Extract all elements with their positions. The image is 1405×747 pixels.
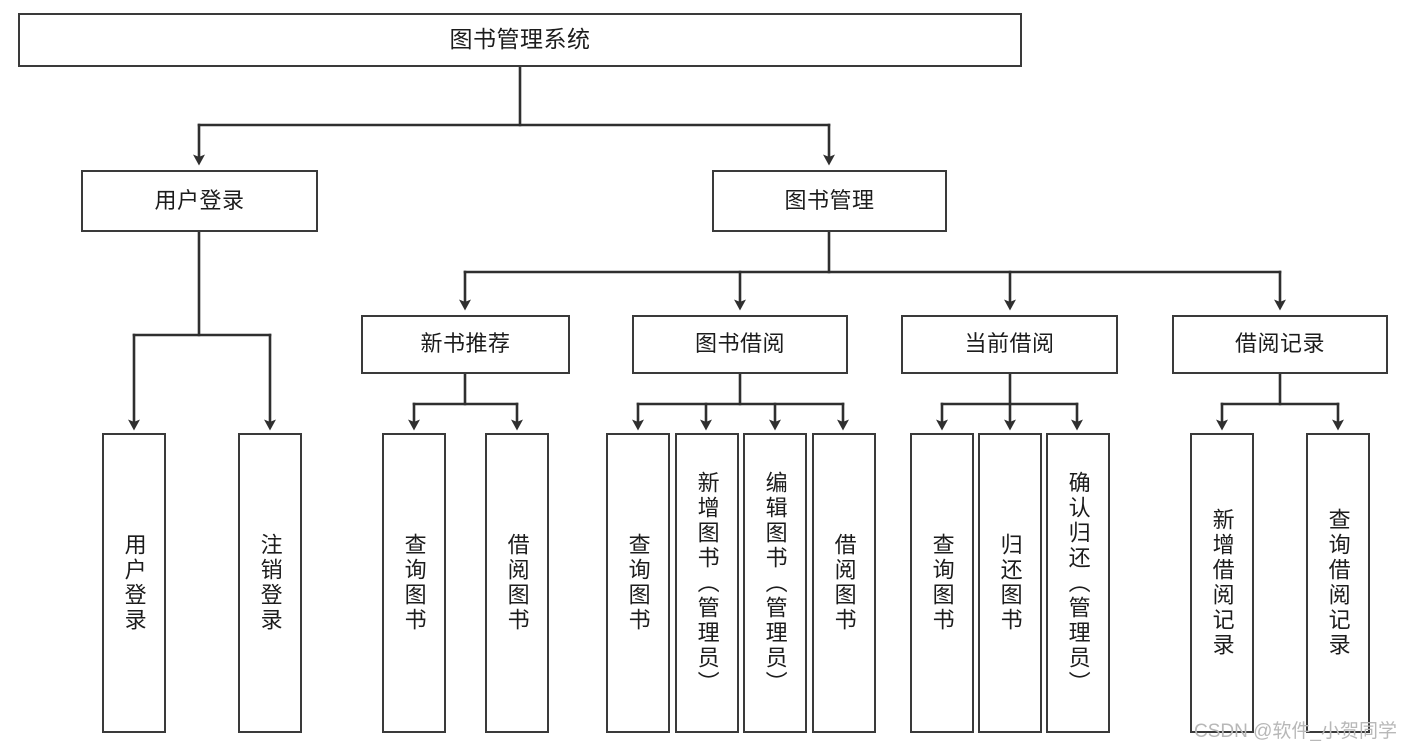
node-root-library-management-system[interactable]: 图书管理系统 xyxy=(18,13,1022,67)
node-label: 注销登录 xyxy=(257,533,283,633)
node-borrowing-records[interactable]: 借阅记录 xyxy=(1172,315,1388,374)
node-book-management[interactable]: 图书管理 xyxy=(712,170,947,232)
node-label: 借阅图书 xyxy=(831,533,857,633)
node-label: 新书推荐 xyxy=(420,331,511,357)
leaf-borrow-record-query-record[interactable]: 查询借阅记录 xyxy=(1306,433,1370,733)
node-label: 当前借阅 xyxy=(964,331,1055,357)
leaf-new-book-query-book[interactable]: 查询图书 xyxy=(382,433,446,733)
node-new-book-recommendation[interactable]: 新书推荐 xyxy=(361,315,570,374)
leaf-current-borrow-confirm-return-admin[interactable]: 确认归还（管理员） xyxy=(1046,433,1110,733)
leaf-book-borrow-query-book[interactable]: 查询图书 xyxy=(606,433,670,733)
node-label: 查询图书 xyxy=(929,533,955,633)
node-label: 编辑图书（管理员） xyxy=(762,470,788,696)
leaf-borrow-record-add-record[interactable]: 新增借阅记录 xyxy=(1190,433,1254,733)
node-label: 确认归还（管理员） xyxy=(1065,470,1091,696)
leaf-book-borrow-add-book-admin[interactable]: 新增图书（管理员） xyxy=(675,433,739,733)
node-user-login[interactable]: 用户登录 xyxy=(81,170,318,232)
node-label: 图书管理系统 xyxy=(449,26,591,53)
node-label: 查询图书 xyxy=(625,533,651,633)
node-label: 归还图书 xyxy=(997,533,1023,633)
leaf-user-login-logout[interactable]: 注销登录 xyxy=(238,433,302,733)
leaf-new-book-borrow-book[interactable]: 借阅图书 xyxy=(485,433,549,733)
node-label: 图书管理 xyxy=(784,187,875,213)
node-label: 图书借阅 xyxy=(694,331,785,357)
leaf-book-borrow-borrow-book[interactable]: 借阅图书 xyxy=(812,433,876,733)
node-label: 查询图书 xyxy=(401,533,427,633)
node-label: 借阅记录 xyxy=(1234,331,1325,357)
node-label: 新增图书（管理员） xyxy=(694,470,720,696)
leaf-book-borrow-edit-book-admin[interactable]: 编辑图书（管理员） xyxy=(743,433,807,733)
node-label: 用户登录 xyxy=(154,187,245,213)
leaf-current-borrow-query-book[interactable]: 查询图书 xyxy=(910,433,974,733)
node-label: 查询借阅记录 xyxy=(1325,508,1351,658)
node-label: 用户登录 xyxy=(121,533,147,633)
node-label: 借阅图书 xyxy=(504,533,530,633)
node-current-borrowing[interactable]: 当前借阅 xyxy=(901,315,1118,374)
leaf-current-borrow-return-book[interactable]: 归还图书 xyxy=(978,433,1042,733)
node-label: 新增借阅记录 xyxy=(1209,508,1235,658)
node-book-borrowing[interactable]: 图书借阅 xyxy=(632,315,848,374)
leaf-user-login-login[interactable]: 用户登录 xyxy=(102,433,166,733)
